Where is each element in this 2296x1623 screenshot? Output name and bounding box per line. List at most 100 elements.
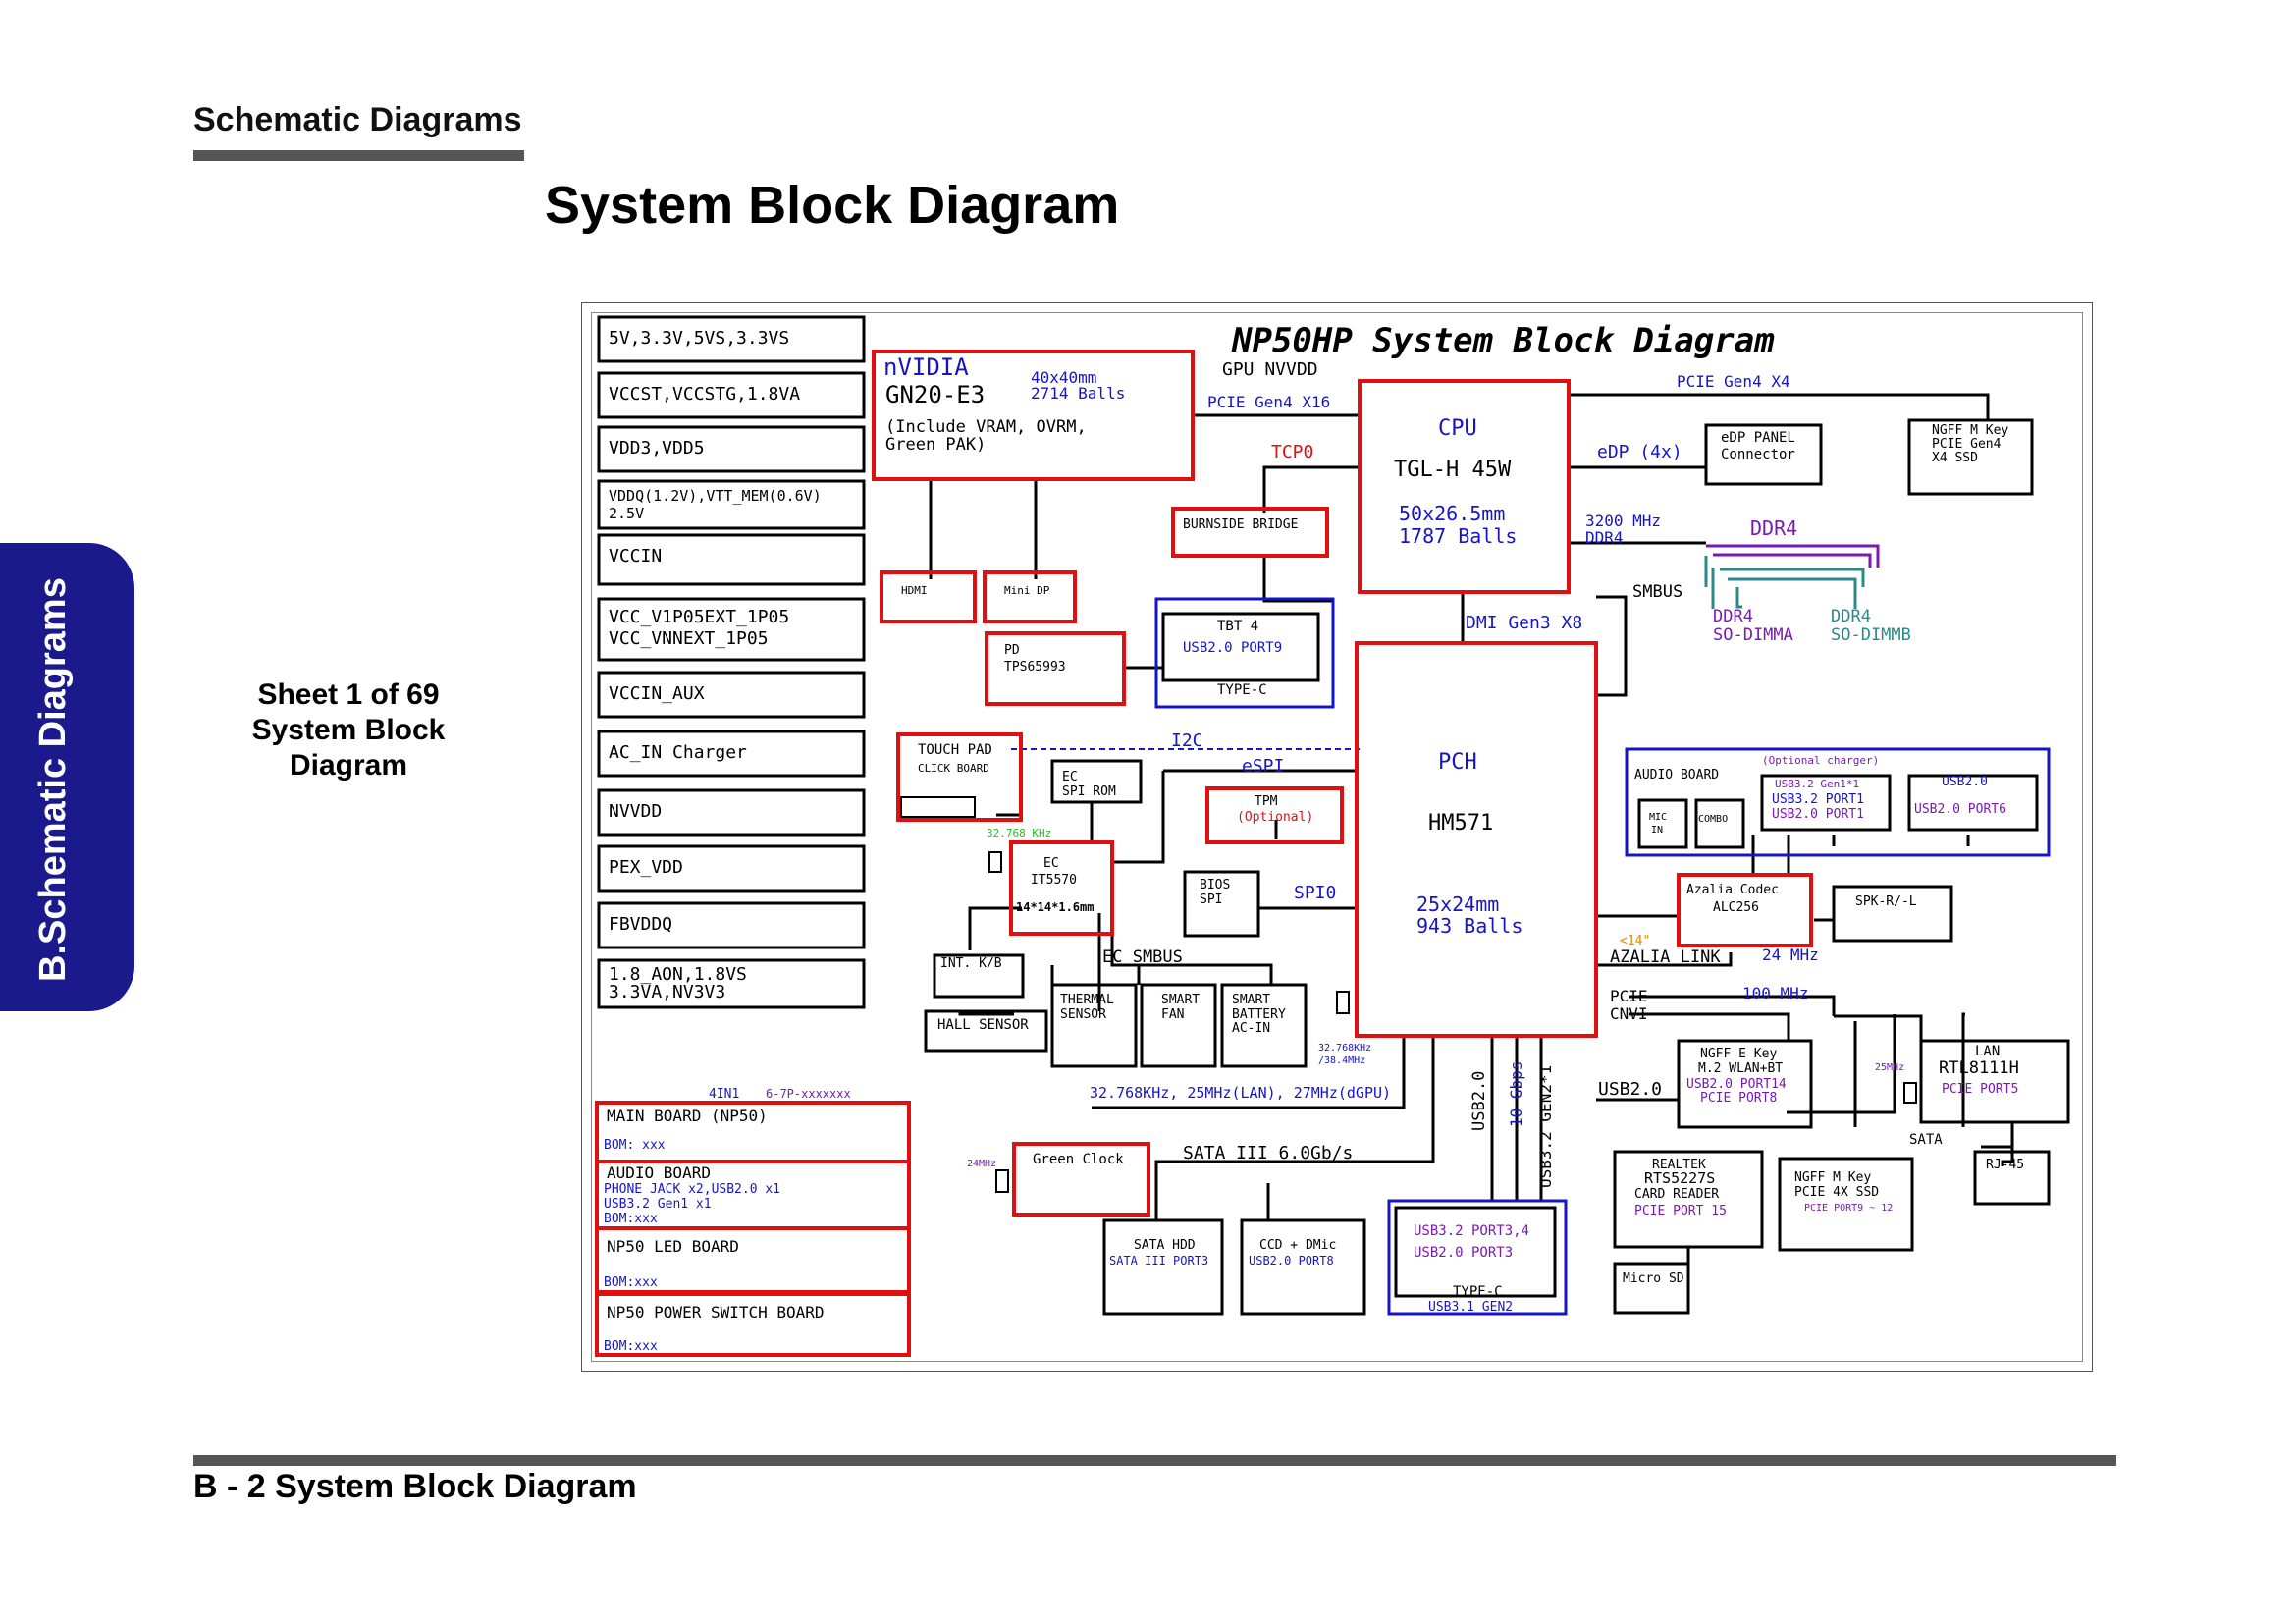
power-rail-box — [597, 730, 866, 778]
label-blocks-batt2: BATTERY — [1232, 1007, 1286, 1022]
label-blocks-edp-panel: eDP PANEL — [1721, 430, 1795, 446]
label-gpu-model: GN20-E3 — [885, 381, 985, 408]
typec-group — [1387, 1199, 1568, 1316]
label-pch-balls: 943 Balls — [1416, 914, 1522, 938]
label-title: NP50HP System Block Diagram — [1231, 321, 1775, 360]
label-blocks-ngff-e1: NGFF E Key — [1700, 1047, 1777, 1061]
label-blocks-tpm: TPM — [1255, 794, 1278, 809]
ngff-ssd-box — [1907, 418, 2034, 496]
hdmi-box — [880, 570, 977, 623]
ec-box — [1009, 840, 1114, 936]
label-buses-smbus: SMBUS — [1632, 582, 1682, 602]
label-blocks-mic1: MIC — [1649, 812, 1667, 823]
label-buses-azalia: AZALIA LINK — [1610, 947, 1721, 967]
ccd-box — [1240, 1218, 1366, 1316]
footer-rule — [193, 1455, 2116, 1466]
page-title: System Block Diagram — [545, 176, 1120, 235]
label-buses-espi: eSPI — [1242, 756, 1284, 777]
wire-smbus — [1596, 595, 1628, 697]
kb-box — [933, 953, 1025, 999]
label-blocks-ccd2: USB2.0 PORT8 — [1249, 1254, 1334, 1268]
label-blocks-bios1: BIOS — [1200, 878, 1230, 893]
header-rule — [193, 150, 524, 161]
label-blocks-ngff-e3: USB2.0 PORT14 — [1686, 1077, 1787, 1092]
label-gpu-note2: Green PAK) — [885, 435, 986, 455]
label-boards-main-bom: BOM: xxx — [604, 1138, 666, 1153]
label-blocks-type-c: TYPE-C — [1217, 682, 1267, 698]
label-blocks-so-dimmb1: DDR4 — [1831, 607, 1871, 626]
label-blocks-codec2: ALC256 — [1713, 900, 1759, 915]
label-blocks-fan1: SMART — [1161, 993, 1200, 1007]
power-rail-box — [597, 844, 866, 893]
label-blocks-kb: INT. K/B — [940, 956, 1002, 971]
ec-rom-box — [1050, 759, 1143, 804]
wire-lan-rj45 — [2001, 1122, 2014, 1166]
label-blocks-ssd2-3: PCIE PORT9 ~ 12 — [1804, 1203, 1893, 1214]
wire-audio-usb — [1832, 835, 1970, 846]
label-boards-header2: 6-7P-xxxxxxx — [766, 1087, 851, 1101]
label-blocks-ngff-e4: PCIE PORT8 — [1700, 1091, 1777, 1106]
edp-panel-box — [1704, 423, 1823, 486]
label-blocks-ngff-m2: PCIE Gen4 — [1932, 437, 2002, 452]
micro-sd-box — [1613, 1262, 1690, 1315]
label-buses-ec-smbus: EC SMBUS — [1102, 947, 1183, 967]
wire-ecsmbus — [1110, 913, 1273, 985]
combo-box — [1694, 798, 1745, 849]
label-blocks-tpm-opt: (Optional) — [1237, 810, 1313, 825]
wire-pcie-lan — [1834, 1014, 1923, 1041]
power-rail-label: VDDQ(1.2V),VTT_MEM(0.6V) — [609, 487, 822, 505]
label-blocks-tbt: TBT 4 — [1217, 619, 1258, 634]
codec-box — [1677, 873, 1813, 947]
label-blocks-combo: COMBO — [1698, 814, 1728, 825]
label-buses-ddr4-speed: 3200 MHz — [1585, 512, 1661, 530]
label-boards-audio: AUDIO BOARD — [607, 1163, 711, 1182]
power-rail-label: VCCST,VCCSTG,1.8VA — [609, 384, 800, 405]
wire-azalia — [1596, 952, 1733, 967]
label-buses-khz-pch2: /38.4MHz — [1318, 1055, 1365, 1066]
red-boxes — [595, 350, 1813, 1357]
wire-pcie-x4 — [1569, 393, 1990, 420]
wire-sata — [1154, 1038, 1435, 1220]
label-blocks-ccd1: CCD + DMic — [1259, 1238, 1336, 1253]
label-buses-sata-lbl: SATA — [1909, 1132, 1943, 1148]
label-blocks-thermal1: THERMAL — [1060, 993, 1114, 1007]
diagram-labels: NP50HP System Block DiagramnVIDIAGN20-E3… — [604, 321, 2024, 1354]
label-blocks-usb2-a: USB2.0 — [1942, 775, 1988, 789]
gpu-box — [872, 350, 1195, 481]
wire-clock — [1092, 1038, 1406, 1109]
wire-burnside-tbt — [1262, 556, 1333, 603]
label-buses-pcie-gen4-x16: PCIE Gen4 X16 — [1207, 393, 1330, 411]
label-blocks-hall: HALL SENSOR — [937, 1017, 1029, 1033]
label-buses-i2c: I2C — [1171, 730, 1203, 751]
power-rail-box — [597, 371, 866, 419]
pd-box — [985, 631, 1126, 706]
tbt-group — [1154, 597, 1335, 709]
sheet-number: Sheet 1 of 69 — [257, 678, 440, 711]
label-blocks-sata-hdd2: SATA III PORT3 — [1109, 1254, 1208, 1268]
label-buses-clocks: 32.768KHz, 25MHz(LAN), 27MHz(dGPU) — [1090, 1084, 1391, 1102]
label-blocks-edp-conn: Connector — [1721, 447, 1795, 462]
label-blocks-so-dimmb2: SO-DIMMB — [1831, 625, 1911, 645]
label-pch-label: PCH — [1438, 750, 1477, 775]
label-blocks-audio-board: AUDIO BOARD — [1634, 768, 1719, 783]
diagram-frame — [581, 302, 2093, 1372]
label-gpu-balls: 2714 Balls — [1031, 384, 1125, 403]
power-rail-box — [597, 788, 866, 837]
power-rail-label: VCC_VNNEXT_1P05 — [609, 628, 769, 649]
power-rail-box — [597, 901, 866, 949]
power-rail-label: VCCIN — [609, 546, 662, 567]
label-blocks-so-dimma2: SO-DIMMA — [1713, 625, 1793, 645]
label-blocks-ssd2-1: NGFF M Key — [1794, 1170, 1871, 1185]
sheet-caption: Sheet 1 of 69 System Block Diagram — [226, 677, 471, 784]
label-blocks-usb1-c: USB2.0 PORT1 — [1772, 807, 1864, 822]
label-boards-audio-l2: USB3.2 Gen1 x1 — [604, 1197, 712, 1212]
board-power — [595, 1292, 911, 1357]
power-rail-label: 5V,3.3V,5VS,3.3VS — [609, 328, 789, 349]
label-pch-model: HM571 — [1428, 811, 1493, 836]
power-rail-label: 1.8_AON,1.8VS — [609, 964, 747, 985]
label-blocks-batt3: AC-IN — [1232, 1021, 1270, 1036]
side-tab[interactable] — [0, 543, 134, 1011]
label-blocks-so-dimma1: DDR4 — [1713, 607, 1753, 626]
label-blocks-ngff-m3: X4 SSD — [1932, 451, 1978, 465]
